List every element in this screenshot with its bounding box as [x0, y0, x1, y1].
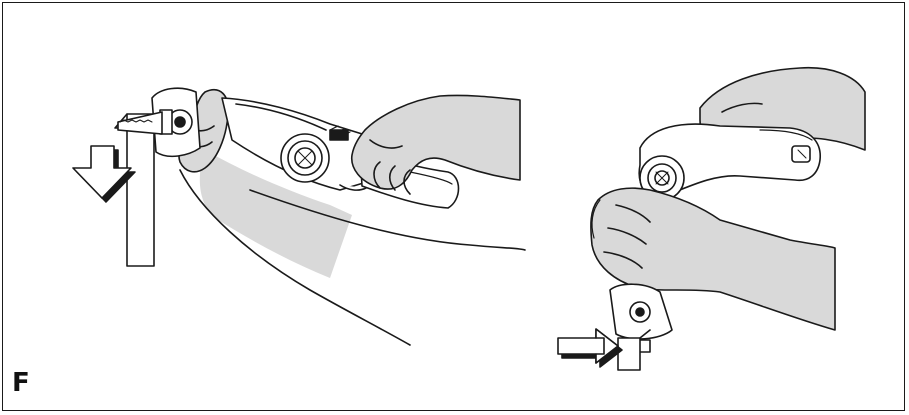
- figure-label: F: [12, 368, 30, 398]
- workpiece-vertical-board-right: [617, 329, 651, 371]
- right-panel-illustration: [557, 66, 866, 371]
- left-forearm-shading: [199, 150, 352, 278]
- arrow-down-icon: [72, 145, 136, 203]
- lower-hand-right-panel: [590, 187, 836, 331]
- left-panel-illustration: [72, 87, 526, 346]
- workpiece-vertical-board: [114, 113, 155, 267]
- right-hand-left-panel: [339, 94, 521, 195]
- arrow-left-icon: [557, 328, 623, 368]
- saw-tool-right: [638, 123, 821, 201]
